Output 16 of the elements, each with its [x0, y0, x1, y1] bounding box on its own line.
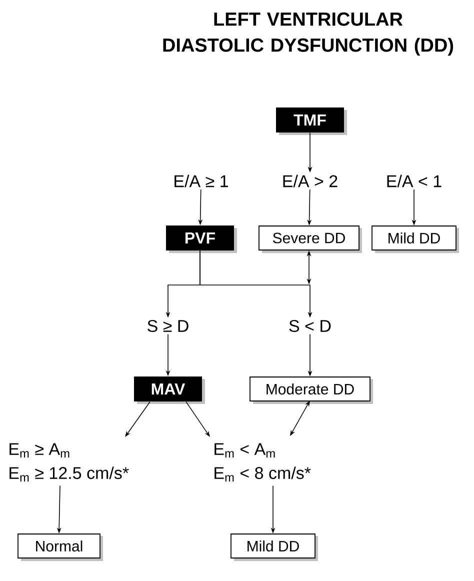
result-box: Normal: [18, 534, 103, 561]
method-box: MAV: [134, 376, 205, 404]
result-box: Mild DD: [230, 534, 318, 561]
criteria-text: E$_{m}$ < A$_{m}$ E$_{m}$ < 8 cm/s*: [214, 443, 311, 482]
condition-text: E/A > 2: [283, 174, 338, 188]
condition-text: S < D: [289, 320, 331, 332]
method-box: TMF: [276, 108, 347, 135]
method-box: PVF: [166, 226, 237, 253]
condition-text: E/A < 1: [387, 174, 442, 188]
result-box: Severe DD: [258, 226, 362, 253]
criteria-text: E$_{m}$ ≥ A$_{m}$ E$_{m}$ ≥ 12.5 cm/s*: [10, 443, 129, 482]
result-box: Moderate DD: [250, 376, 373, 404]
result-box: Mild DD: [372, 226, 459, 253]
condition-text: S ≥ D: [148, 320, 188, 332]
title: LEFT VENTRICULAR DIASTOLIC DYSFUNCTION (DD): [163, 12, 454, 56]
condition-text: E/A ≥ 1: [174, 174, 228, 188]
